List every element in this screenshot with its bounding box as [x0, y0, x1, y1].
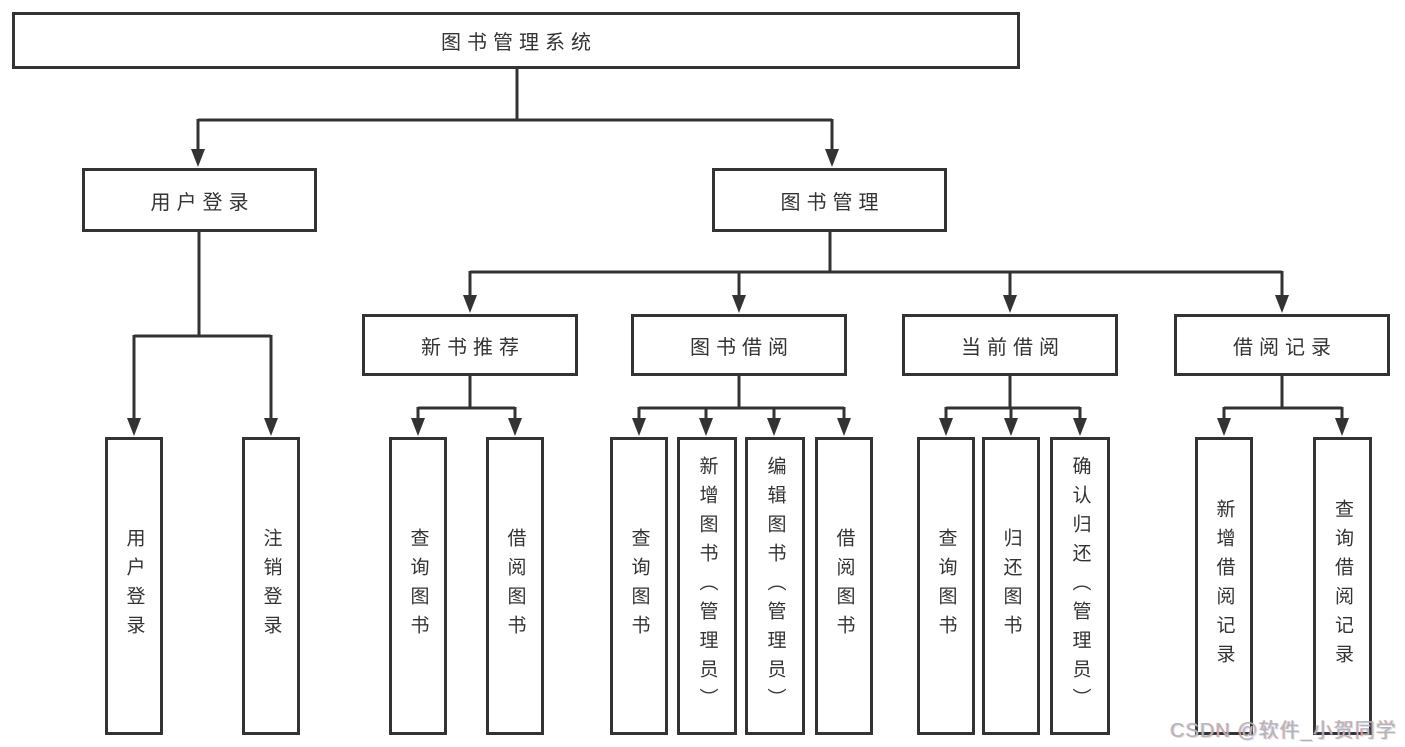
leaf-query-borrow-record: 查询借阅记录 [1313, 437, 1372, 735]
node-borrow-records: 借阅记录 [1174, 314, 1390, 376]
node-new-book-recommend: 新书推荐 [362, 314, 578, 376]
leaf-return-books: 归还图书 [982, 437, 1040, 735]
node-book-borrow: 图书借阅 [631, 314, 847, 376]
leaf-query-books-recommend-label: 查询图书 [407, 528, 429, 644]
leaf-edit-book-admin: 编辑图书（管理员） [745, 437, 805, 735]
leaf-borrow-books: 借阅图书 [815, 437, 873, 735]
leaf-confirm-return-admin: 确认归还（管理员） [1050, 437, 1110, 735]
leaf-return-books-label: 归还图书 [1000, 528, 1022, 644]
leaf-logout-label: 注销登录 [260, 528, 282, 644]
leaf-query-books-borrow-label: 查询图书 [628, 528, 650, 644]
leaf-edit-book-admin-label: 编辑图书（管理员） [764, 455, 786, 717]
leaf-query-books-recommend: 查询图书 [389, 437, 447, 735]
node-library-system: 图书管理系统 [12, 12, 1020, 69]
leaf-query-books-borrow: 查询图书 [610, 437, 668, 735]
leaf-add-book-admin: 新增图书（管理员） [677, 437, 737, 735]
leaf-user-login-label: 用户登录 [123, 528, 145, 644]
node-book-management: 图书管理 [712, 168, 947, 232]
leaf-add-borrow-record-label: 新增借阅记录 [1213, 499, 1235, 673]
leaf-logout: 注销登录 [242, 437, 300, 735]
leaf-query-books-current-label: 查询图书 [935, 528, 957, 644]
leaf-query-books-current: 查询图书 [917, 437, 975, 735]
leaf-query-borrow-record-label: 查询借阅记录 [1332, 499, 1353, 673]
leaf-borrow-books-recommend-label: 借阅图书 [504, 528, 526, 644]
leaf-user-login: 用户登录 [105, 437, 163, 735]
leaf-confirm-return-admin-label: 确认归还（管理员） [1069, 455, 1091, 717]
node-user-login-branch: 用户登录 [82, 168, 317, 232]
node-current-borrow: 当前借阅 [902, 314, 1118, 376]
watermark: CSDN @软件_小贺同学 [1170, 720, 1397, 742]
leaf-borrow-books-label: 借阅图书 [833, 528, 855, 644]
leaf-add-borrow-record: 新增借阅记录 [1195, 437, 1253, 735]
leaf-add-book-admin-label: 新增图书（管理员） [696, 455, 718, 717]
leaf-borrow-books-recommend: 借阅图书 [486, 437, 544, 735]
